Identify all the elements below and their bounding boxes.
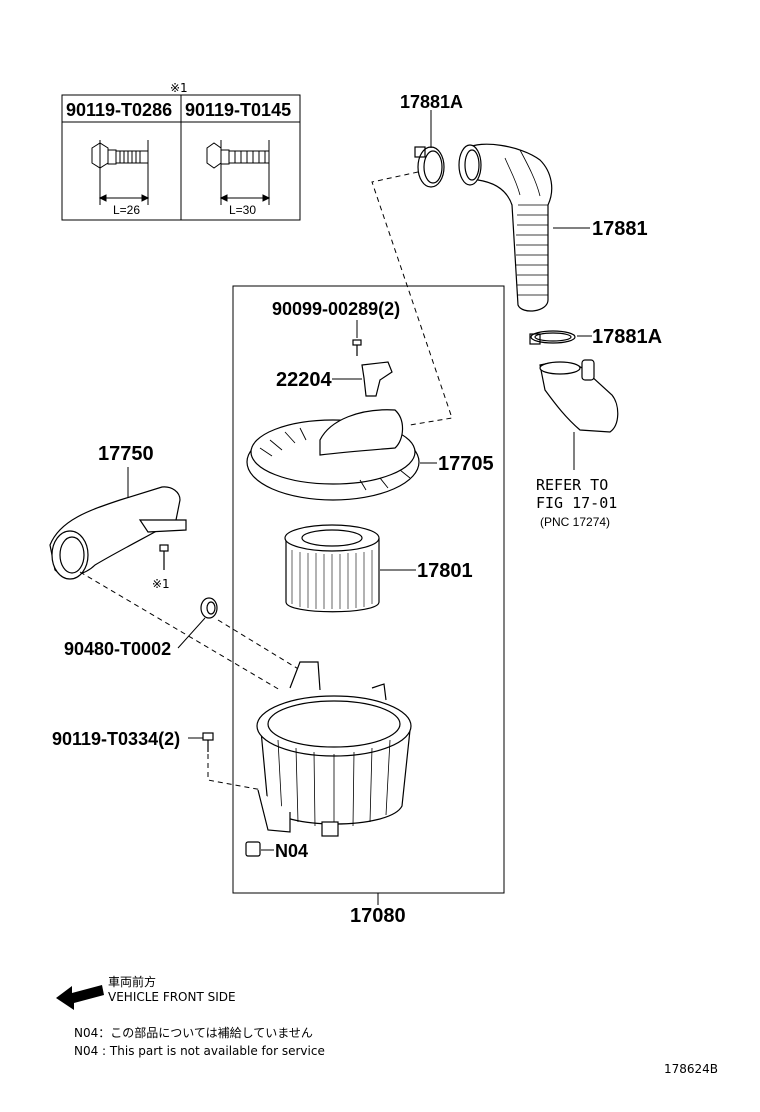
hose-17881 [458,143,553,312]
assembly-box [232,285,505,894]
filter-17801 [284,524,380,613]
refer-line2: FIG 17-01 [536,494,617,512]
callout-90119: 90119-T0334(2) [52,729,180,749]
callout-90099: 90099-00289(2) [272,299,400,319]
callout-17705: 17705 [438,453,494,475]
callout-mark-1: ※1 [152,577,170,591]
clamp-17881A-bottom [529,330,576,345]
housing-lower-case [256,661,412,837]
callout-17080: 17080 [350,905,406,927]
refer-line1: REFER TO [536,476,608,494]
cover-17705 [246,409,420,501]
guide-line-top [371,171,453,426]
refer-line3: (PNC 17274) [540,515,610,529]
front-arrow-icon [56,985,104,1010]
bolt-90119-T0334 [202,732,214,752]
callout-22204: 22204 [276,369,332,391]
callout-17881: 17881 [592,218,648,240]
table-col2-partno: 90119-T0145 [185,100,291,120]
tube-bolt [159,544,169,570]
sensor-22204 [361,361,393,397]
grommet-90480 [200,597,218,619]
bolt-drawing-1 [91,140,150,205]
callout-N04: N04 [275,841,308,861]
table-col1-partno: 90119-T0286 [66,100,172,120]
bolt-drawing-2 [206,140,271,205]
note-en: N04 : This part is not available for ser… [74,1044,325,1058]
callout-90480: 90480-T0002 [64,639,171,659]
fastener-table: ※1 90119-T0286 90119-T0145 L=26 [61,81,301,221]
callout-17801: 17801 [417,560,473,582]
callout-17750: 17750 [98,443,154,465]
direction-en: VEHICLE FRONT SIDE [108,990,236,1004]
guide-line-bolt [207,754,263,791]
guide-line-tube [79,571,281,691]
note-jp: N04：この部品については補給していません [74,1025,313,1040]
direction-jp: 車両前方 [108,974,156,989]
tube-17750 [49,486,187,580]
guide-line-grommet [217,619,301,671]
callout-17881A-bottom: 17881A [592,326,662,348]
table-col2-length: L=30 [229,203,256,217]
part-N04 [245,841,261,857]
part-17274-outline [539,359,619,433]
clamp-17881A-top [414,146,445,188]
screw-90099 [352,339,362,356]
callout-17881A-top: 17881A [400,92,463,112]
table-col1-length: L=26 [113,203,140,217]
figure-id: 178624B [664,1062,718,1076]
table-mark: ※1 [170,81,188,95]
